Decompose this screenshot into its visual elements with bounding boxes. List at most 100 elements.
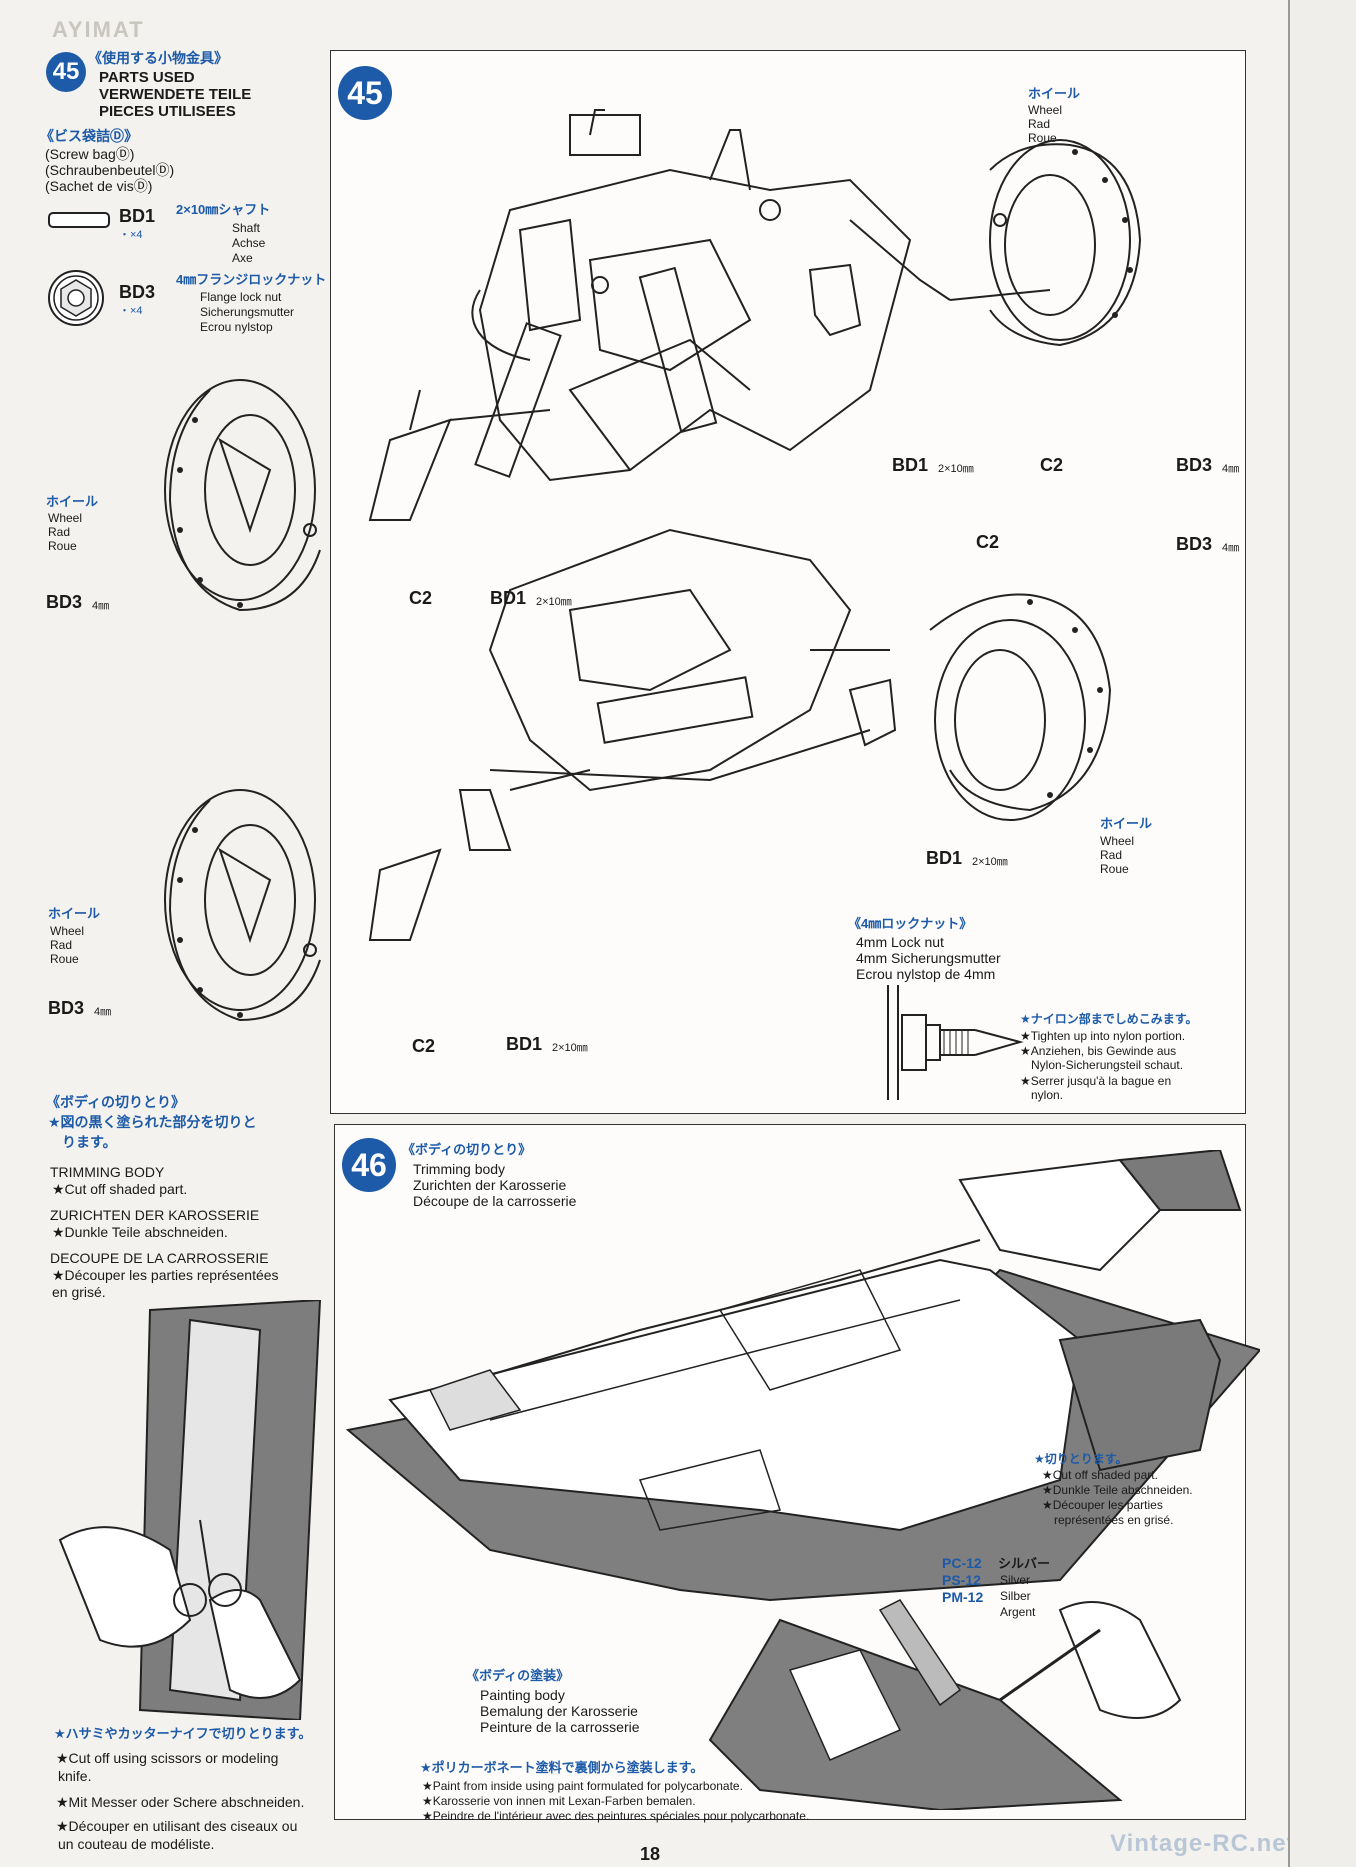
wheel-label-en-lower-right: Wheel	[1100, 834, 1135, 848]
wheel-label-jp-lower-left: ホイール	[48, 906, 101, 921]
nylon-note-de-2: Nylon-Sicherungsteil schaut.	[1031, 1058, 1184, 1072]
bd3-label-top: BD3	[1176, 455, 1213, 475]
bd1-size-lower-right: 2×10㎜	[972, 856, 1008, 868]
scissors-note-fr-1: ★Découper en utilisant des ciseaux ou	[56, 1818, 298, 1834]
bd3-size-mid-right: 4㎜	[1222, 542, 1240, 554]
trim-note-jp-2: ります。	[62, 1134, 117, 1150]
bd3-size-lower-left: 4㎜	[94, 1006, 112, 1018]
trim-en-title: TRIMMING BODY	[50, 1164, 165, 1180]
part-bd1-jp: 2×10㎜シャフト	[176, 202, 271, 217]
wheel-label-en-upper-left: Wheel	[48, 511, 83, 525]
painting-title-de: Bemalung der Karosserie	[480, 1703, 638, 1719]
cut-note-fr-2: représentées en grisé.	[1054, 1513, 1174, 1527]
nylon-note-jp: ★ナイロン部までしめこみます。	[1020, 1012, 1198, 1026]
step-46-title-en: Trimming body	[413, 1161, 506, 1177]
bd3-label-upper-left: BD3	[46, 592, 83, 612]
paint-code-pc12: PC-12	[942, 1555, 982, 1571]
step-45-badge: 45	[46, 52, 86, 92]
cut-note-fr-1: ★Découper les parties	[1042, 1498, 1163, 1512]
part-bd1-qty: ・×4	[119, 229, 143, 241]
wheel-label-en-top-right: Wheel	[1028, 103, 1063, 117]
c2-label-upper-mid: C2	[409, 588, 433, 608]
scissors-note-en-2: knife.	[58, 1768, 92, 1784]
bd3-size-top: 4㎜	[1222, 463, 1240, 475]
parts-title-fr: PIECES UTILISEES	[99, 103, 236, 120]
paint-code-pm12: PM-12	[942, 1589, 984, 1605]
poly-note-jp: ★ポリカーボネート塗料で裏側から塗装します。	[420, 1760, 704, 1775]
scissors-note-jp: ★ハサミやカッターナイフで切りとります。	[54, 1726, 312, 1741]
paint-name-fr: Argent	[1000, 1605, 1036, 1619]
painting-title-en: Painting body	[480, 1687, 565, 1703]
paint-name-de: Silber	[1000, 1589, 1031, 1603]
trim-fr-note-1: ★Découper les parties représentées	[52, 1267, 279, 1283]
screw-bag-jp: 《ビス袋詰Ⓓ》	[40, 128, 138, 144]
part-bd1-code: BD1	[119, 206, 156, 226]
locknut-en: 4mm Lock nut	[856, 934, 944, 950]
part-bd3-en: Flange lock nut	[200, 290, 282, 304]
screw-bag-fr: (Sachet de visⒹ)	[45, 178, 153, 194]
paint-name-en: Silver	[1000, 1573, 1031, 1587]
parts-title-en: PARTS USED	[99, 69, 195, 86]
trim-note-jp-1: ★図の黒く塗られた部分を切りと	[48, 1114, 257, 1130]
paint-name-jp: シルバー	[998, 1556, 1051, 1571]
poly-note-en: ★Paint from inside using paint formulate…	[422, 1779, 743, 1793]
poly-note-de: ★Karosserie von innen mit Lexan-Farben b…	[422, 1794, 696, 1808]
parts-title-de: VERWENDETE TEILE	[99, 86, 252, 103]
bd3-label-mid-right: BD3	[1176, 534, 1213, 554]
bd3-size-upper-left: 4㎜	[92, 600, 110, 612]
trim-de-note: ★Dunkle Teile abschneiden.	[52, 1224, 228, 1240]
part-bd3-qty: ・×4	[119, 305, 143, 317]
wheel-label-fr-lower-right: Roue	[1100, 862, 1129, 876]
screw-bag-de: (SchraubenbeutelⒹ)	[45, 162, 175, 178]
bd1-size-lower-mid: 2×10㎜	[552, 1042, 588, 1054]
part-bd3-de: Sicherungsmutter	[200, 305, 295, 319]
trim-de-title: ZURICHTEN DER KAROSSERIE	[50, 1207, 260, 1223]
part-bd3-fr: Ecrou nylstop	[200, 320, 273, 334]
wheel-label-fr-lower-left: Roue	[50, 952, 79, 966]
part-bd3-jp: 4㎜フランジロックナット	[176, 272, 327, 287]
painting-title-jp: 《ボディの塗装》	[466, 1668, 570, 1683]
parts-title-jp: 《使用する小物金具》	[88, 50, 228, 66]
wheel-label-de-lower-right: Rad	[1100, 848, 1123, 862]
trim-fr-title: DECOUPE DE LA CARROSSERIE	[50, 1250, 269, 1266]
screw-bag-en: (Screw bagⒹ)	[45, 146, 135, 162]
cut-note-en: ★Cut off shaded part.	[1042, 1468, 1158, 1482]
part-bd1-fr: Axe	[232, 251, 253, 265]
wheel-label-jp-lower-right: ホイール	[1100, 816, 1153, 831]
scissors-note-en-1: ★Cut off using scissors or modeling	[56, 1750, 279, 1766]
nylon-note-fr-1: ★Serrer jusqu'à la bague en	[1020, 1074, 1172, 1088]
step-46-badge: 46	[342, 1138, 396, 1192]
page-number: 18	[640, 1844, 661, 1864]
wheel-label-jp-upper-left: ホイール	[46, 494, 99, 509]
locknut-title-jp: 《4㎜ロックナット》	[848, 916, 973, 931]
bd3-label-lower-left: BD3	[48, 998, 85, 1018]
bd1-label-top: BD1	[892, 455, 929, 475]
bd1-label-lower-mid: BD1	[506, 1034, 543, 1054]
step-46-title-fr: Découpe de la carrosserie	[413, 1193, 577, 1209]
bd1-label-lower-right: BD1	[926, 848, 963, 868]
wheel-label-en-lower-left: Wheel	[50, 924, 85, 938]
body-shell-illustration	[345, 1150, 1260, 1602]
step-45-panel-badge: 45	[338, 66, 392, 120]
trim-title-jp: 《ボディの切りとり》	[46, 1094, 186, 1110]
trim-en-note: ★Cut off shaded part.	[52, 1181, 188, 1197]
part-bd1-de: Achse	[232, 236, 266, 250]
nylon-note-en: ★Tighten up into nylon portion.	[1020, 1029, 1186, 1043]
wheel-label-fr-top-right: Roue	[1028, 131, 1057, 145]
body-scissors-illustration	[58, 1300, 322, 1720]
locknut-de: 4mm Sicherungsmutter	[856, 950, 1001, 966]
part-bd3-code: BD3	[119, 282, 156, 302]
scissors-note-de: ★Mit Messer oder Schere abschneiden.	[56, 1794, 305, 1810]
step-46-title-de: Zurichten der Karosserie	[413, 1177, 567, 1193]
c2-label-lower-mid: C2	[412, 1036, 436, 1056]
bd1-label-upper-mid: BD1	[490, 588, 527, 608]
bd1-size-top: 2×10㎜	[938, 463, 974, 475]
poly-note-fr: ★Peindre de l'intérieur avec des peintur…	[422, 1809, 810, 1823]
chassis-assembly-illustration	[164, 109, 1142, 1022]
nylon-note-de-1: ★Anziehen, bis Gewinde aus	[1020, 1044, 1177, 1058]
brand-header: AYIMAT	[52, 17, 145, 42]
flange-nut-icon	[48, 270, 104, 326]
cut-note-jp: ★切りとります。	[1034, 1452, 1128, 1466]
bd1-size-upper-mid: 2×10㎜	[536, 596, 572, 608]
c2-label-top: C2	[1040, 455, 1064, 475]
